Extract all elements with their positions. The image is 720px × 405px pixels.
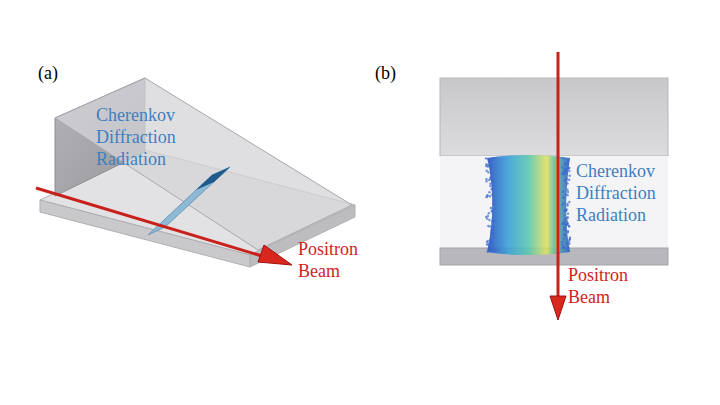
prism-target	[40, 78, 355, 267]
positron-beam-arrow	[36, 188, 292, 265]
panel-label: (b)	[375, 62, 415, 84]
radiation-label: Cherenkov Diffraction Radiation	[576, 160, 676, 226]
positron-beam-arrow	[550, 52, 566, 320]
beam-label: Positron Beam	[568, 264, 646, 308]
panel-label: (a)	[38, 62, 78, 84]
beam-label: Positron Beam	[298, 238, 376, 282]
radiation-label: Cherenkov Diffraction Radiation	[96, 104, 196, 170]
